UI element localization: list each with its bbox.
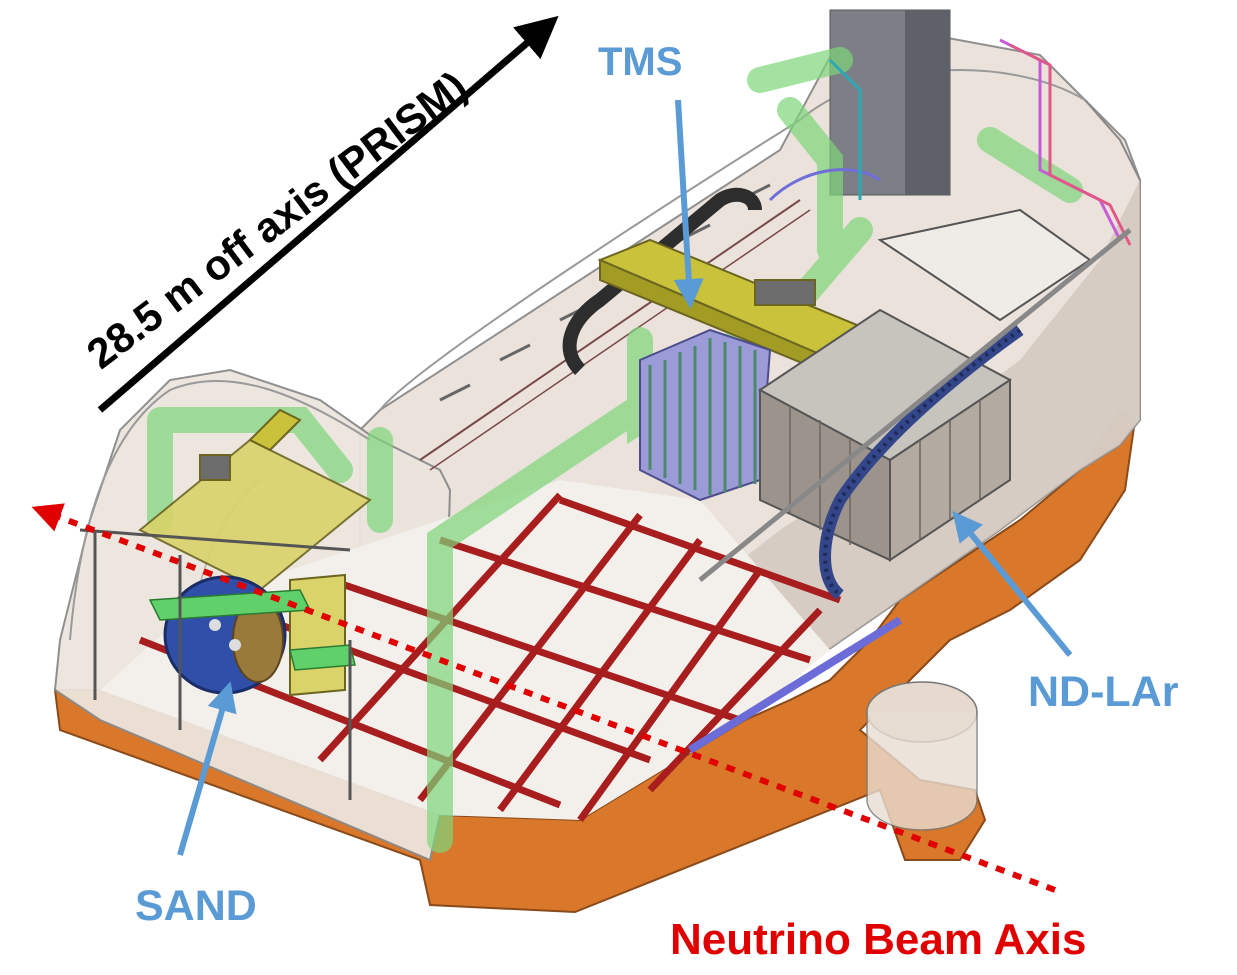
sand-crane xyxy=(138,408,372,592)
sand-label: SAND xyxy=(135,882,257,930)
nd-lar-detector xyxy=(758,208,1092,562)
cable-chain-tms xyxy=(562,187,762,375)
prism-arrow xyxy=(97,15,559,413)
service-pipes xyxy=(768,38,1132,246)
support-pillars xyxy=(93,530,352,800)
cable-chain-ndlar xyxy=(819,325,1024,600)
neutrino-beam-axis-label: Neutrino Beam Axis xyxy=(670,915,1087,964)
tms-label: TMS xyxy=(598,40,683,84)
tms-arrow xyxy=(673,99,704,309)
nd-lar-label: ND-LAr xyxy=(1028,668,1179,716)
neutrino-beam-axis-line xyxy=(31,503,1057,893)
sand-detector xyxy=(148,573,356,697)
tms-detector xyxy=(639,328,772,502)
sand-arrow xyxy=(177,681,237,856)
ndlar-arrow xyxy=(952,511,1073,657)
